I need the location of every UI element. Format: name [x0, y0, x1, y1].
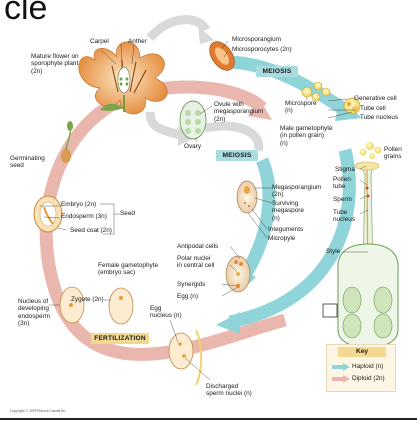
fertilization-ovule-icon — [168, 329, 203, 386]
leader-lines — [40, 40, 369, 381]
developing-endosperm-icon — [59, 286, 85, 324]
endosperm-label: Endosperm (3n) — [61, 213, 107, 220]
microsporangium-icon — [209, 41, 235, 71]
grey-arrow-ovule — [204, 121, 264, 152]
seed-label: Seed — [120, 210, 135, 217]
microspore-icons — [301, 81, 331, 102]
zygote-icon — [108, 287, 134, 325]
fertilization-stage: FERTILIZATION — [91, 333, 149, 344]
anther-label: Anther — [128, 38, 147, 45]
microspore-label: Microspore (n) — [285, 100, 317, 115]
diploid-key-arrow — [332, 375, 350, 383]
mature-flower-icon — [78, 41, 168, 115]
female-gametophyte-label: Female gametophyte (embryo sac) — [98, 262, 159, 277]
megasporangium-icon — [236, 180, 258, 214]
ovary-label: Ovary — [184, 143, 202, 150]
style-label: Style — [326, 248, 341, 255]
stigma-label: Stigma — [335, 166, 355, 173]
synergids-label: Synergids — [177, 281, 206, 288]
diploid-key-label: Diploid (2n) — [352, 375, 385, 382]
grey-arrow-top — [146, 15, 211, 42]
key-title: Key — [338, 347, 386, 357]
surviving-megaspore-label: Surviving megaspore (n) — [272, 200, 304, 222]
tube-nucleus-side-label: Tube nucleus — [333, 209, 356, 224]
diploid-arc-left — [39, 94, 287, 361]
discharged-sperm-label: Discharged sperm nuclei (n) — [206, 383, 252, 398]
copyright-text: Copyright © 2018 Pearson Canada Inc. — [10, 409, 67, 413]
meiosis-stage-top: MEIOSIS — [256, 66, 298, 77]
mature-flower-label: Mature flower on sporophyte plant (2n) — [31, 53, 79, 75]
haploid-arc-mid — [239, 157, 276, 279]
seed-icon — [33, 195, 63, 233]
ovary-icon — [179, 100, 207, 140]
tube-nucleus-top-label: Tube nucleus — [360, 114, 399, 121]
pollen-grains-label: Pollen grains — [384, 146, 402, 161]
embryo-label: Embryo (2n) — [61, 201, 97, 208]
diploid-arrow-head — [248, 96, 272, 120]
male-gametophyte-label: Male gametophyte (in pollen grain) (n) — [280, 125, 333, 147]
micropyle-label: Micropyle — [268, 235, 296, 242]
haploid-key-label: Haploid (n) — [352, 363, 384, 370]
header-fragment: cle — [4, 0, 48, 27]
megasporangium-label: Megasporangium (2n) — [272, 184, 322, 199]
seed-coat-label: Seed coat (2n) — [70, 227, 112, 234]
nucleus-endosperm-label: Nucleus of developing endosperm (3n) — [18, 298, 50, 328]
germinating-seed-icon — [61, 121, 73, 163]
microsporocytes-label: Microsporocytes (2n) — [232, 46, 292, 53]
ovule-label: Ovule with megasporangium (2n) — [214, 101, 264, 123]
generative-cell-label: Generative cell — [354, 95, 397, 102]
bottom-divider — [0, 418, 417, 420]
haploid-arc-long — [228, 148, 356, 329]
haploid-key-arrow — [332, 363, 350, 371]
integuments-label: Integuments — [268, 226, 304, 233]
tube-cell-label: Tube cell — [360, 105, 386, 112]
egg-label: Egg (n) — [177, 293, 198, 300]
grey-arrow-flower-ovary — [145, 111, 182, 140]
germinating-seed-label: Germinating seed — [10, 155, 45, 170]
carpel-icon — [322, 161, 399, 349]
meiosis-stage-mid: MEIOSIS — [216, 150, 258, 161]
polar-nuclei-label: Polar nuclei in central cell — [177, 255, 215, 270]
sperm-label: Sperm — [333, 196, 352, 203]
carpel-label: Carpel — [90, 38, 109, 45]
zygote-label: Zygote (2n) — [71, 296, 104, 303]
embryo-sac-icon — [225, 255, 251, 293]
egg-nucleus-label: Egg nucleus (n) — [150, 305, 182, 320]
grey-arrow-head-top — [198, 26, 214, 44]
microsporangium-label: Microsporangium — [232, 36, 282, 43]
pollen-tube-label: Pollen tube — [333, 176, 351, 191]
antipodal-cells-label: Antipodal cells — [177, 243, 219, 250]
haploid-arrow-head-long — [216, 312, 240, 334]
